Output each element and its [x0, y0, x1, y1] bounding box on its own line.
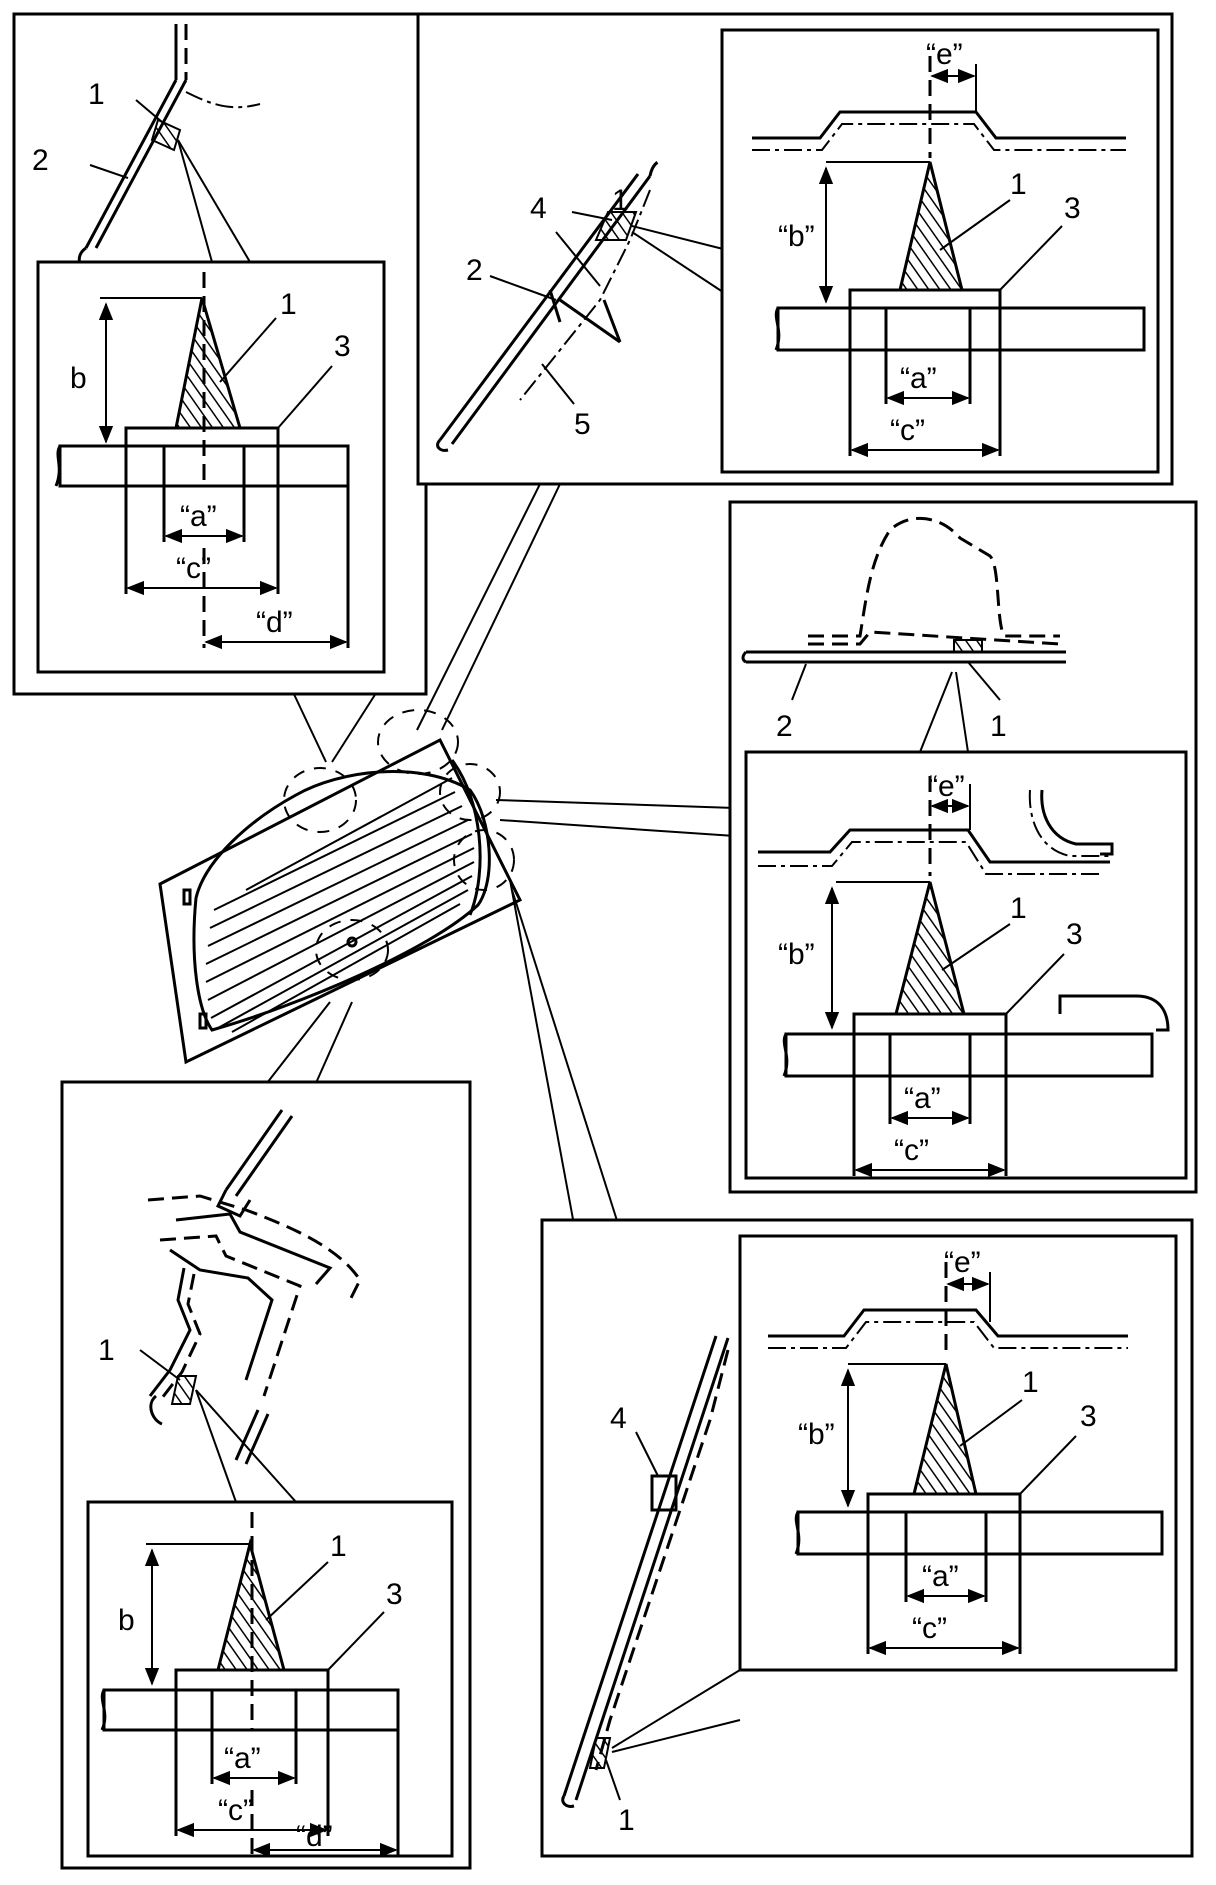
detail-panel-top-right: 4 2 5	[416, 12, 1174, 486]
part-label-4: 4	[530, 192, 547, 225]
dimension-label-c: “c”	[894, 1134, 929, 1167]
dimension-label-b: b	[70, 362, 87, 395]
part-label-1: 1	[990, 710, 1007, 743]
part-label-2: 2	[466, 254, 483, 287]
part-label-2: 2	[32, 144, 49, 177]
dimension-label-b: “b”	[778, 220, 815, 253]
part-label-3: 3	[334, 330, 351, 363]
part-label-5: 5	[574, 408, 591, 441]
part-label-3: 3	[1066, 918, 1083, 951]
part-label-1-detail: 1	[1010, 168, 1027, 201]
dimension-label-c: “c”	[890, 414, 925, 447]
dimension-label-a: “a”	[224, 1742, 261, 1775]
part-label-3: 3	[386, 1578, 403, 1611]
dimension-label-d: “d”	[296, 1820, 333, 1853]
part-label-1: 1	[618, 1804, 635, 1837]
dimension-label-b: “b”	[778, 938, 815, 971]
part-label-2: 2	[776, 710, 793, 743]
detail-panel-top-left: 1 2 1 3 b “a” “c” “d”	[12, 12, 428, 696]
part-label-1: 1	[98, 1334, 115, 1367]
part-label-1-detail: 1	[280, 288, 297, 321]
callout-leaders	[259, 483, 736, 1231]
part-label-3: 3	[1080, 1400, 1097, 1433]
part-label-4: 4	[610, 1402, 627, 1435]
part-label-3: 3	[1064, 192, 1081, 225]
part-label-1: 1	[612, 184, 629, 217]
part-label-1-detail: 1	[330, 1530, 347, 1563]
dimension-label-e: “e”	[926, 38, 963, 71]
dimension-label-d: “d”	[256, 606, 293, 639]
dimension-label-a: “a”	[180, 500, 217, 533]
part-label-1-detail: 1	[1022, 1366, 1039, 1399]
dimension-label-a: “a”	[922, 1560, 959, 1593]
rear-window-overview	[158, 709, 523, 1065]
dimension-label-a: “a”	[904, 1082, 941, 1115]
dimension-label-b: “b”	[798, 1418, 835, 1451]
detail-panel-bottom-left: 1 1 3 b “a” “c” “d”	[60, 1080, 472, 1870]
part-label-1-detail: 1	[1010, 892, 1027, 925]
part-label-1: 1	[88, 78, 105, 111]
dimension-label-e: “e”	[928, 770, 965, 803]
detail-panel-right-middle: 2 1 “e” “b” 1 3 “a” “c”	[728, 500, 1198, 1194]
dimension-label-a: “a”	[900, 362, 937, 395]
detail-panel-bottom-right: 4 1 “e” “b” 1 3 “a” “c”	[540, 1218, 1194, 1858]
dimension-label-c: “c”	[218, 1794, 253, 1827]
dimension-label-e: “e”	[944, 1246, 981, 1279]
dimension-label-c: “c”	[912, 1612, 947, 1645]
dimension-label-b: b	[118, 1604, 135, 1637]
dimension-label-c: “c”	[176, 552, 211, 585]
